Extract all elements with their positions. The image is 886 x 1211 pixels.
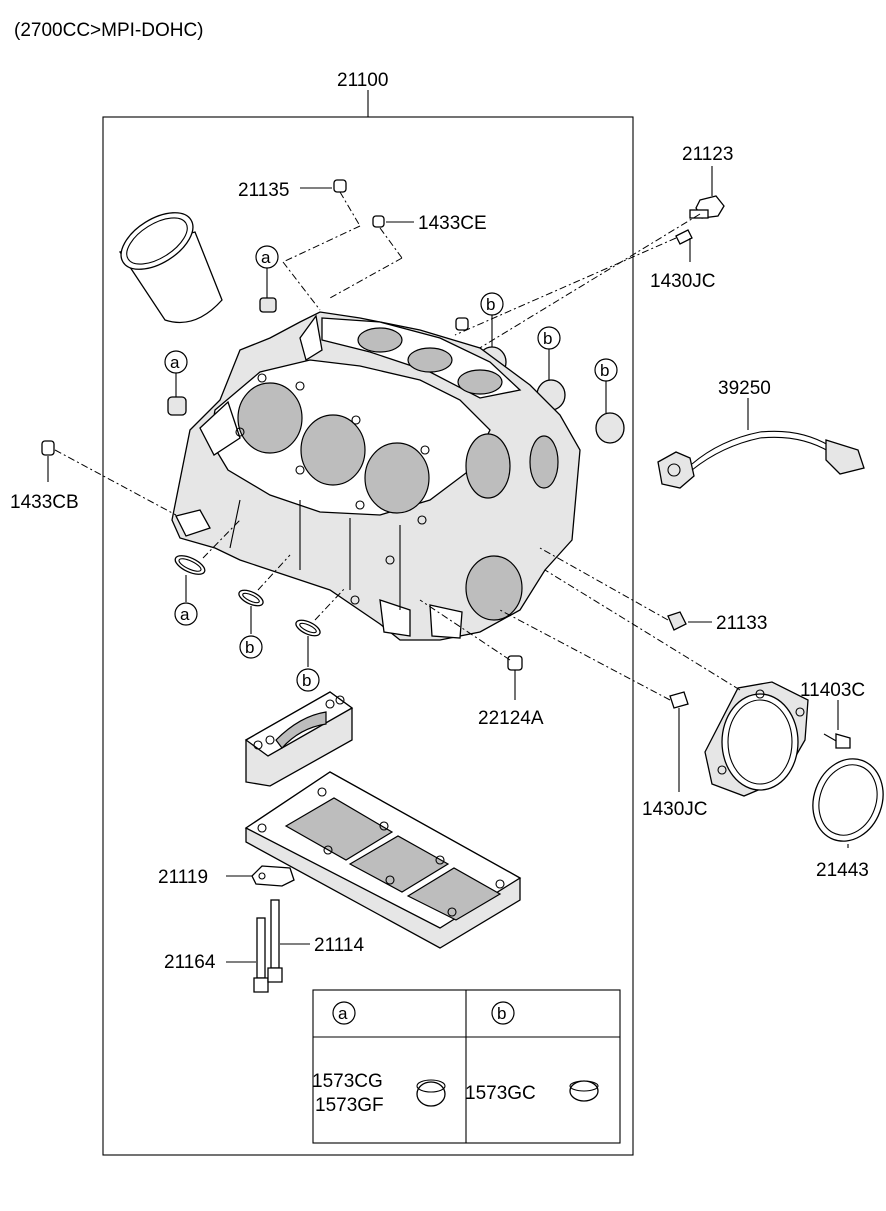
label-21114: 21114 (314, 935, 364, 956)
dowel-21135 (333, 179, 347, 193)
bolt-21164 (253, 917, 269, 993)
bolt-11403C (823, 733, 851, 749)
legend-a-part-2: 1573GF (315, 1095, 384, 1116)
callout-b-oring-2: b (296, 668, 320, 692)
engine-spec-title: (2700CC>MPI-DOHC) (14, 20, 204, 41)
plug-1433CE (372, 215, 385, 228)
callout-a-left: a (164, 350, 188, 374)
dowel-top-block (455, 317, 469, 331)
legend-b-part-1: 1573GC (465, 1083, 536, 1104)
bearing-cap-part (244, 691, 354, 787)
bolt-21123 (689, 195, 725, 219)
pin-1430JC-bottom (669, 691, 689, 709)
callout-b-3: b (594, 358, 618, 382)
oring-a (174, 555, 206, 575)
svg-text:b: b (543, 329, 552, 348)
plug-a-left (167, 396, 187, 416)
plug-a-upper (259, 297, 277, 313)
rear-seal-case-part (704, 681, 809, 797)
callout-a-upper: a (255, 245, 279, 269)
label-1430JC-top: 1430JC (650, 271, 716, 292)
label-22124A: 22124A (478, 708, 544, 729)
label-21443: 21443 (816, 860, 869, 881)
bolt-21114 (267, 899, 283, 983)
freeze-plug-b-3 (595, 412, 625, 444)
callout-b-oring-1: b (239, 635, 263, 659)
svg-text:a: a (170, 353, 180, 372)
label-21100: 21100 (337, 70, 388, 91)
legend-a-part-1: 1573CG (312, 1071, 383, 1092)
knock-sensor-39250 (657, 430, 865, 489)
svg-text:a: a (261, 248, 271, 267)
svg-text:a: a (180, 605, 190, 624)
legend-key-a: a (338, 1004, 348, 1023)
label-1433CB: 1433CB (10, 492, 79, 513)
callout-b-1: b (480, 292, 504, 316)
label-21133: 21133 (716, 613, 767, 634)
label-11403C: 11403C (800, 680, 865, 701)
label-39250: 39250 (718, 378, 771, 399)
svg-text:b: b (302, 671, 311, 690)
dowel-22124A (507, 655, 523, 671)
svg-text:b: b (486, 295, 495, 314)
legend-a-ring-icon (416, 1079, 446, 1107)
label-1430JC-bottom: 1430JC (642, 799, 708, 820)
callout-a-oring: a (174, 602, 198, 626)
label-1433CE: 1433CE (418, 213, 487, 234)
pin-1430JC-top (675, 229, 693, 245)
legend-key-b: b (497, 1004, 506, 1023)
plug-1433CB (41, 440, 55, 456)
washer-21119 (251, 865, 295, 887)
oring-b-2 (295, 619, 321, 637)
legend-b-ring-icon (569, 1080, 599, 1102)
label-21164: 21164 (164, 952, 216, 973)
label-21135: 21135 (238, 180, 289, 201)
plug-21133 (667, 611, 687, 631)
legend-table: a b 1573CG 1573GF 1573GC (312, 989, 621, 1144)
label-21123: 21123 (682, 144, 733, 165)
cylinder-block-part (171, 311, 581, 641)
rear-oil-seal-21443 (812, 758, 884, 842)
oring-b-1 (238, 589, 264, 607)
svg-text:b: b (600, 361, 609, 380)
ladder-frame-part (244, 771, 522, 949)
label-21119: 21119 (158, 867, 208, 888)
cylinder-liner-part (118, 212, 223, 324)
svg-text:b: b (245, 638, 254, 657)
callout-b-2: b (537, 326, 561, 350)
